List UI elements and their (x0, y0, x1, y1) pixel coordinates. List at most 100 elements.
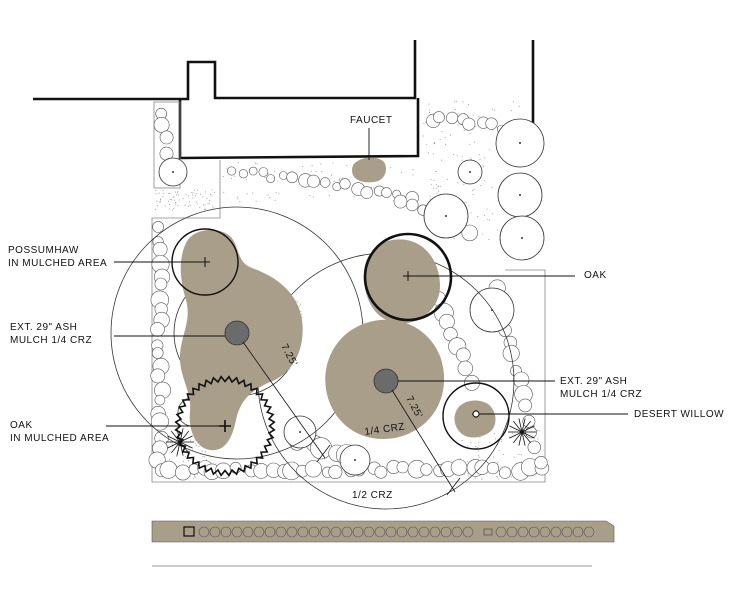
gravel-dot (434, 142, 436, 144)
gravel-dot (439, 138, 441, 141)
shrub (393, 194, 408, 209)
parkway-shrub (220, 526, 232, 538)
gravel-dot (441, 159, 443, 161)
gravel-dot (454, 100, 456, 102)
parkway-shrub (275, 526, 287, 538)
gravel-dot (211, 195, 213, 197)
gravel-dot (162, 195, 164, 198)
shrub (320, 177, 331, 188)
spike (179, 441, 193, 449)
gravel-dot (208, 203, 210, 205)
oak-left-label-line2: IN MULCHED AREA (10, 433, 110, 444)
parkway-shrub (539, 526, 551, 538)
gravel-dot (425, 121, 427, 123)
gravel-dot (296, 301, 298, 303)
gravel-dot (478, 153, 480, 155)
gravel-dot (466, 201, 468, 203)
gravel-dot (503, 453, 505, 455)
gravel-dot (428, 109, 430, 111)
gravel-dot (264, 177, 266, 179)
parkway-shrub (242, 526, 254, 538)
spike (167, 441, 181, 449)
parkway-shrub (517, 526, 529, 538)
oak-left-label-line1: OAK (10, 420, 33, 431)
gravel-dot (491, 187, 493, 189)
possumhaw-label-line2: IN MULCHED AREA (8, 258, 108, 269)
spike (521, 425, 535, 433)
spike (179, 441, 190, 454)
gravel-dot (472, 114, 474, 116)
gravel-dot (474, 477, 476, 479)
spike (521, 418, 526, 433)
gravel-dot (444, 137, 446, 139)
tree-center-dot (521, 237, 523, 239)
gravel-dot (497, 478, 499, 480)
gravel-dot (177, 191, 179, 193)
gravel-dot (333, 180, 335, 183)
gravel-dot (353, 196, 355, 198)
gravel-dot (157, 205, 159, 207)
gravel-dot (222, 175, 224, 177)
gravel-dot (513, 101, 515, 103)
parkway-shrub (583, 526, 595, 538)
ash-left-label-line1: EXT. 29" ASH (10, 322, 78, 333)
faucet-label: FAUCET (350, 115, 393, 126)
gravel-dot (432, 153, 434, 155)
gravel-dot (168, 192, 170, 195)
parkway-shrub (451, 526, 463, 538)
gravel-dot (449, 134, 451, 136)
gravel-dot (163, 192, 165, 194)
spike (170, 430, 181, 443)
gravel-dot (212, 207, 214, 209)
gravel-dot (194, 439, 196, 441)
gravel-dot (478, 456, 480, 458)
gravel-dot (274, 199, 276, 201)
shrub (450, 459, 468, 476)
gravel-dot (430, 179, 432, 181)
gravel-dot (491, 213, 493, 215)
gravel-dot (501, 440, 503, 442)
gravel-dot (494, 438, 496, 440)
gravel-dot (500, 438, 502, 440)
gravel-dot (155, 193, 157, 195)
gravel-dot (176, 194, 178, 196)
parkway-shrub (418, 526, 430, 538)
gravel-dot (299, 303, 302, 305)
gravel-dot (192, 478, 194, 480)
shrub (159, 130, 174, 145)
gravel-dot (370, 187, 373, 189)
parkway-shrub (374, 526, 386, 538)
gravel-dot (484, 179, 486, 181)
gravel-dot (467, 103, 469, 106)
gravel-dot (428, 103, 430, 105)
spike (509, 431, 523, 439)
mulch-faucet (352, 157, 386, 183)
shrub (174, 464, 191, 481)
gravel-dot (194, 195, 196, 197)
gravel-dot (446, 178, 448, 181)
gravel-dot (483, 166, 485, 168)
ash-right-label-line1: EXT. 29" ASH (560, 376, 628, 387)
gravel-dot (245, 179, 247, 181)
gravel-dot (474, 141, 476, 143)
gravel-dot (315, 170, 317, 172)
spike (521, 420, 532, 433)
shrub (438, 313, 455, 330)
parkway-shrub (385, 526, 397, 538)
gravel-dot (160, 201, 162, 203)
shrub (152, 241, 168, 257)
shrub (339, 178, 351, 190)
gravel-dot (200, 193, 202, 195)
gravel-dot (239, 201, 241, 203)
gravel-dot (518, 454, 520, 456)
gravel-dot (470, 212, 472, 214)
gravel-dot (441, 131, 443, 133)
gravel-dot (520, 454, 522, 456)
gravel-dot (496, 475, 498, 477)
gravel-dot (521, 461, 523, 463)
gravel-dot (255, 200, 257, 202)
gravel-dot (463, 184, 465, 186)
gravel-dot (252, 192, 254, 194)
gravel-dot (177, 192, 179, 194)
